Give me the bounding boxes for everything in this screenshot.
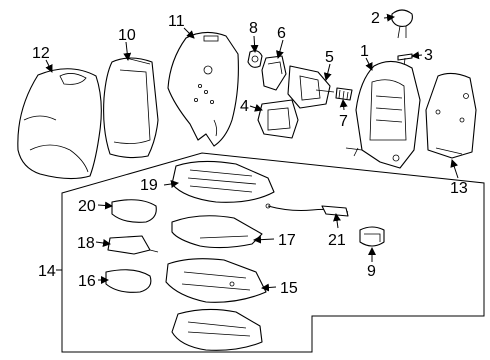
callout-5: 5 (325, 49, 334, 66)
part-16-bolster (105, 269, 152, 293)
callout-13: 13 (450, 180, 468, 197)
callout-18: 18 (77, 235, 95, 252)
callout-3: 3 (424, 47, 433, 64)
part-20-bolster (111, 199, 157, 223)
part-21-cable (265, 203, 349, 217)
callout-19: 19 (140, 177, 158, 194)
callout-14: 14 (38, 263, 56, 280)
part-11-seatback-shell (167, 31, 239, 147)
callout-11: 11 (168, 13, 185, 30)
part-1-seatback-frame (345, 60, 421, 169)
callout-9: 9 (367, 263, 376, 280)
part-9-control (359, 226, 385, 247)
callout-20: 20 (78, 198, 96, 215)
leader-lines (45, 13, 459, 292)
callout-16: 16 (78, 273, 96, 290)
callout-7: 7 (339, 113, 348, 130)
part-4-module (257, 99, 299, 139)
part-2-guide (391, 9, 413, 39)
part-19-cushion-cover (171, 160, 275, 203)
part-15-cushion-pan (165, 258, 267, 303)
callout-4: 4 (240, 98, 249, 115)
callout-2: 2 (371, 10, 380, 27)
part-10-seatback-pad (103, 57, 159, 159)
callout-numbers: 12 10 11 8 6 5 7 4 2 3 1 13 19 20 18 17 … (32, 10, 468, 297)
cushion-group-frame (61, 152, 485, 353)
callout-10: 10 (118, 27, 136, 44)
part-17-pad (171, 215, 263, 249)
part-6-bracket (261, 55, 287, 91)
callout-1: 1 (360, 43, 369, 60)
part-13-back-panel (425, 72, 477, 159)
callout-21: 21 (328, 232, 346, 249)
part-12-seatback-cover (17, 68, 102, 180)
part-7-clip (335, 87, 353, 101)
callout-17: 17 (278, 232, 296, 249)
callout-6: 6 (277, 25, 286, 42)
part-8-knob (247, 50, 263, 68)
part-5-lumbar-module (287, 65, 335, 109)
callout-8: 8 (249, 20, 258, 37)
callout-12: 12 (32, 45, 50, 62)
callout-15: 15 (280, 280, 298, 297)
part-cushion-bottom (171, 308, 263, 351)
part-18-insert (107, 235, 159, 255)
